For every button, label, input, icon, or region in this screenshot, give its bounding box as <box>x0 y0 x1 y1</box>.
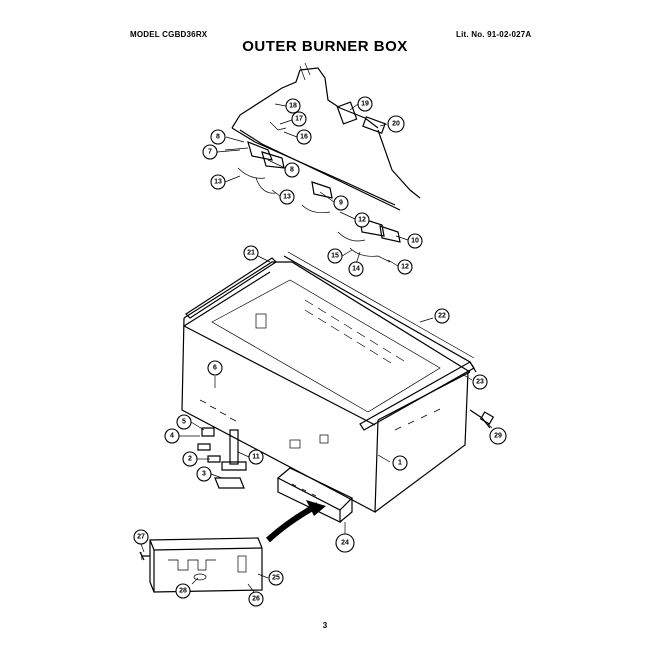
svg-text:14: 14 <box>352 266 360 273</box>
svg-text:22: 22 <box>438 313 446 320</box>
callout-7: 7 <box>202 144 241 160</box>
svg-text:10: 10 <box>411 238 419 245</box>
page-number: 3 <box>322 621 328 630</box>
svg-text:29: 29 <box>494 433 502 440</box>
callout-26: 26 <box>247 583 264 607</box>
ignition-hardware <box>197 427 247 489</box>
callout-8a: 8 <box>210 129 245 145</box>
svg-text:11: 11 <box>252 454 260 461</box>
svg-text:20: 20 <box>392 121 400 128</box>
callout-21: 21 <box>243 245 271 263</box>
svg-text:9: 9 <box>339 200 343 207</box>
svg-text:13: 13 <box>214 179 222 186</box>
callout-15: 15 <box>327 248 353 264</box>
svg-text:24: 24 <box>341 540 349 547</box>
svg-text:7: 7 <box>208 149 212 156</box>
callout-19: 19 <box>349 96 373 112</box>
svg-text:5: 5 <box>182 419 186 426</box>
callout-16: 16 <box>283 129 312 145</box>
svg-text:8: 8 <box>290 167 294 174</box>
svg-text:1: 1 <box>398 460 402 467</box>
model-number: MODEL CGBD36RX <box>130 30 208 39</box>
callout-12b: 12 <box>387 259 413 275</box>
page-title: OUTER BURNER BOX <box>242 38 408 55</box>
callout-28 <box>140 551 143 561</box>
callout-14: 14 <box>348 251 364 277</box>
callout-2: 2 <box>182 451 210 467</box>
svg-text:8: 8 <box>216 134 220 141</box>
callout-11: 11 <box>237 449 264 465</box>
svg-text:27: 27 <box>137 534 145 541</box>
callout-24: 24 <box>335 522 355 553</box>
callout-8b: 8 <box>267 159 300 178</box>
callout-10: 10 <box>395 233 423 249</box>
callout-28-detail: 28 <box>175 577 199 599</box>
svg-text:28: 28 <box>179 588 187 595</box>
svg-text:17: 17 <box>295 116 303 123</box>
callout-13b: 13 <box>271 189 295 205</box>
svg-text:13: 13 <box>283 194 291 201</box>
callout-17: 17 <box>279 111 307 127</box>
control-box-detail <box>139 537 263 593</box>
svg-text:15: 15 <box>331 253 339 260</box>
callout-20: 20 <box>379 115 405 133</box>
callout-18: 18 <box>274 98 301 114</box>
burner-box-body <box>181 251 495 513</box>
callout-12a: 12 <box>339 211 370 228</box>
detail-arrow <box>265 502 320 543</box>
svg-text:2: 2 <box>188 456 192 463</box>
svg-text:16: 16 <box>300 134 308 141</box>
svg-text:3: 3 <box>202 471 206 478</box>
svg-text:25: 25 <box>272 575 280 582</box>
svg-text:19: 19 <box>361 101 369 108</box>
callout-6: 6 <box>207 360 223 388</box>
svg-text:6: 6 <box>213 365 217 372</box>
callout-4: 4 <box>164 428 200 444</box>
callout-22: 22 <box>419 308 450 324</box>
manifold-assembly <box>231 62 421 263</box>
callout-5: 5 <box>176 414 205 431</box>
callout-3: 3 <box>196 466 223 482</box>
svg-text:12: 12 <box>358 217 366 224</box>
detail-arrow-head <box>306 500 326 516</box>
svg-text:23: 23 <box>476 379 484 386</box>
callout-29: 29 <box>487 423 507 445</box>
callout-25: 25 <box>257 570 284 586</box>
svg-text:4: 4 <box>170 433 174 440</box>
callouts: 1 2 3 4 5 6 7 8 8 9 10 11 12 12 13 13 14… <box>133 96 507 607</box>
callout-1: 1 <box>377 454 408 471</box>
callout-9b: 9 <box>319 191 349 211</box>
svg-text:12: 12 <box>401 264 409 271</box>
callout-9a <box>224 147 249 151</box>
callout-23: 23 <box>461 373 488 390</box>
svg-text:21: 21 <box>247 250 255 257</box>
svg-text:18: 18 <box>289 103 297 110</box>
literature-number: Lit. No. 91-02-027A <box>456 30 532 39</box>
callout-27: 27 <box>133 529 149 553</box>
callout-13a: 13 <box>210 174 241 190</box>
svg-text:26: 26 <box>252 596 260 603</box>
